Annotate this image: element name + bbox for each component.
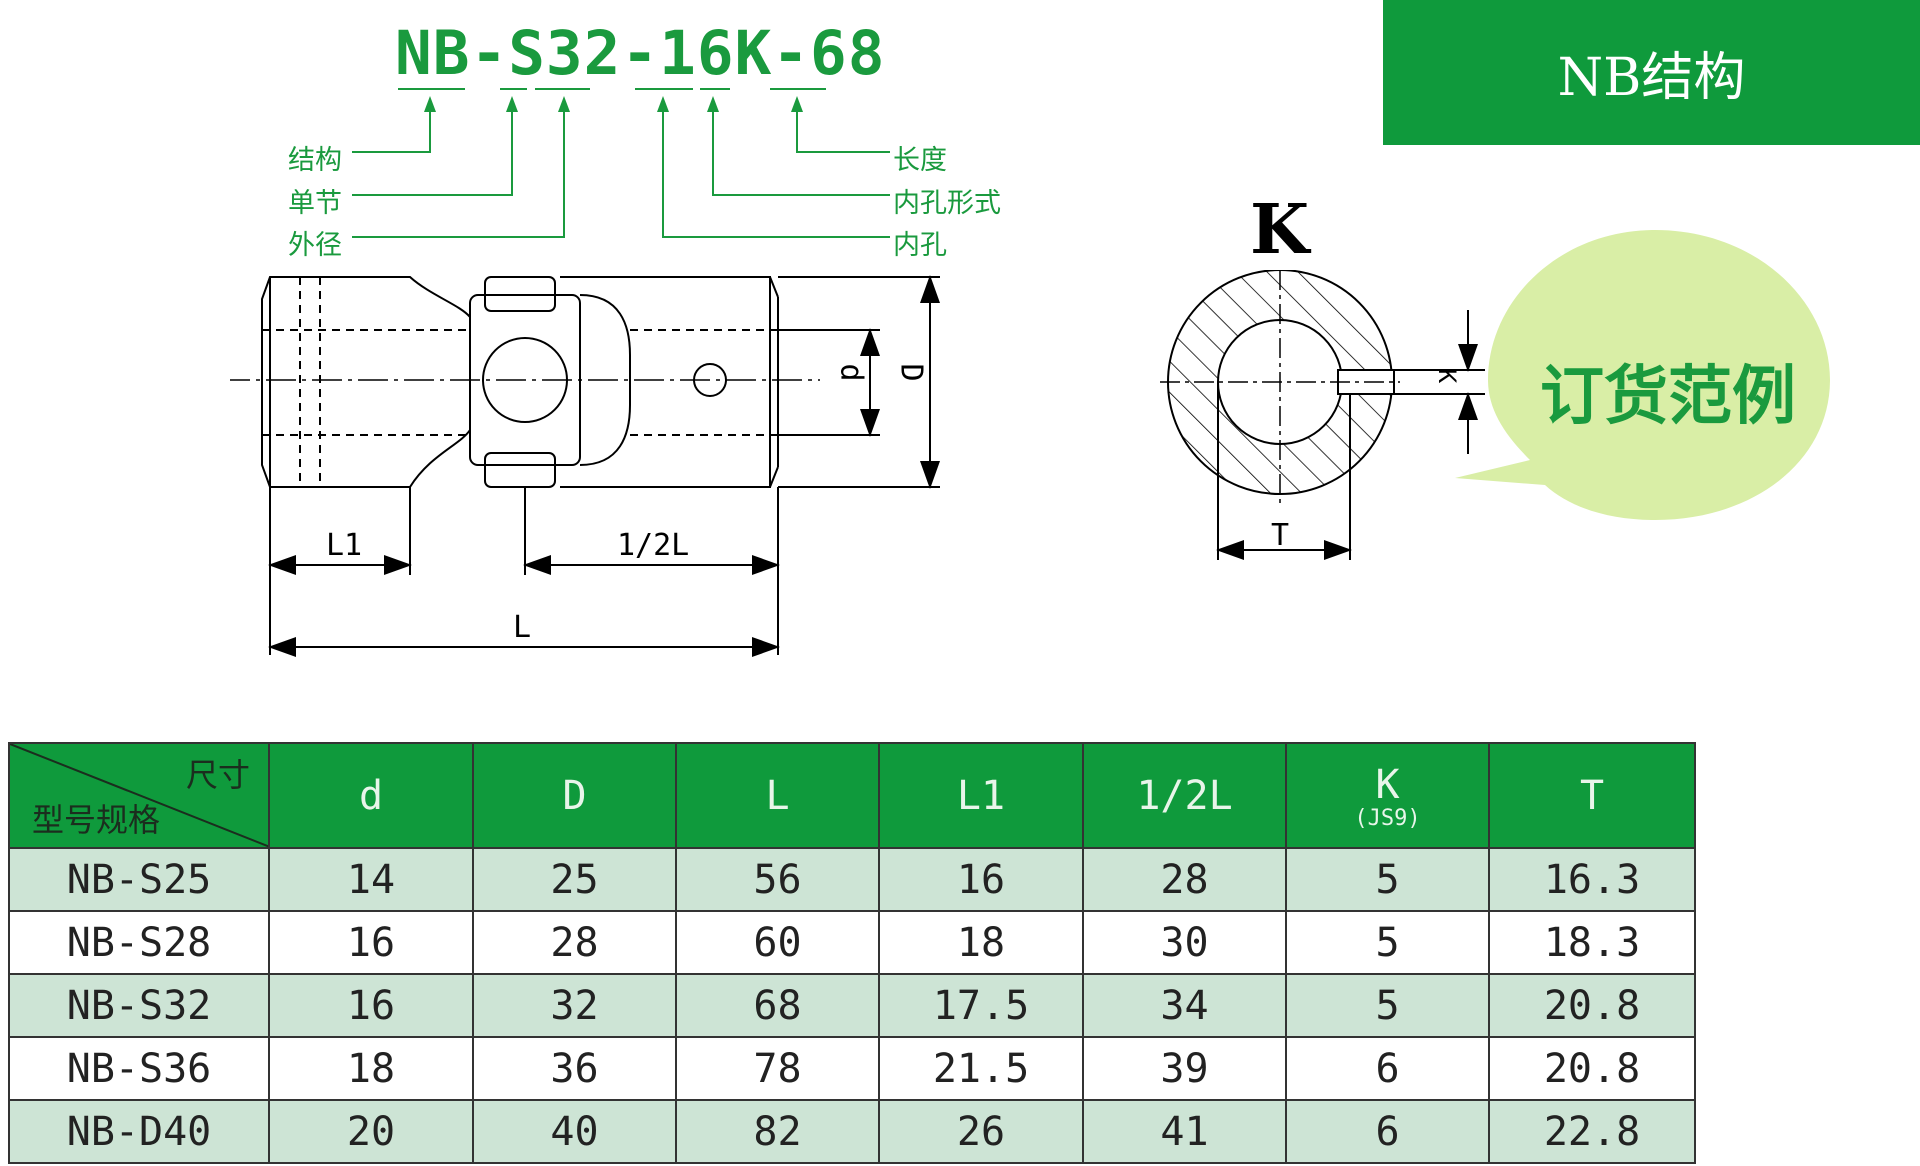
table-cell-model: NB-S32 <box>8 973 270 1038</box>
table-cell-model: NB-S28 <box>8 910 270 975</box>
table-cell: 36 <box>472 1036 677 1101</box>
order-example-bubble <box>1455 230 1830 520</box>
dim-label-T: T <box>1271 518 1290 553</box>
label-length: 长度 <box>893 145 947 176</box>
table-cell: 30 <box>1082 910 1287 975</box>
table-cell: 28 <box>472 910 677 975</box>
table-cell: 14 <box>268 847 474 912</box>
table-header-row: 尺寸 型号规格 d D L L1 1/2L K(JS9) T <box>8 742 1696 849</box>
table-corner-cell: 尺寸 型号规格 <box>8 742 270 849</box>
code-part-length: 68 <box>810 18 886 89</box>
table-cell: 16.3 <box>1488 847 1696 912</box>
table-header-cell: L <box>675 742 880 849</box>
code-part-series: NB <box>395 18 471 89</box>
joint-drawing <box>230 275 940 657</box>
table-cell: 21.5 <box>878 1036 1084 1101</box>
table-cell: 56 <box>675 847 880 912</box>
dim-label-D: D <box>893 363 929 382</box>
dim-label-half-L: 1/2L <box>617 528 690 563</box>
table-cell: 32 <box>472 973 677 1038</box>
corner-model-label: 型号规格 <box>32 801 161 839</box>
model-code: NB-S32-16K-68 <box>395 18 885 98</box>
table-cell: 34 <box>1082 973 1287 1038</box>
table-cell: 16 <box>268 910 474 975</box>
table-header-cell: T <box>1488 742 1696 849</box>
table-header-cell: D <box>472 742 677 849</box>
table-cell: 22.8 <box>1488 1099 1696 1164</box>
code-part-bore: 16 <box>659 18 735 89</box>
section-view-title: K <box>1250 190 1310 270</box>
k-tolerance-label: (JS9) <box>1354 805 1421 831</box>
code-sep-3: - <box>772 18 811 89</box>
table-cell: 39 <box>1082 1036 1287 1101</box>
table-cell: 6 <box>1285 1099 1490 1164</box>
table-cell: 18 <box>878 910 1084 975</box>
label-outer-diameter: 外径 <box>288 230 342 261</box>
table-cell: 41 <box>1082 1099 1287 1164</box>
table-cell: 78 <box>675 1036 880 1101</box>
table-header-cell: L1 <box>878 742 1084 849</box>
dim-label-K: K <box>1433 368 1462 384</box>
table-header-cell: K <box>1375 761 1400 808</box>
table-header-k: K(JS9) <box>1285 742 1490 849</box>
keyway-section-drawing <box>1160 270 1485 560</box>
corner-diagonal <box>11 745 267 846</box>
table-cell: 5 <box>1285 847 1490 912</box>
table-cell: 68 <box>675 973 880 1038</box>
dim-label-d: d <box>833 363 869 382</box>
code-part-od: 32 <box>545 18 622 89</box>
structure-banner: NB结构 <box>1383 0 1920 145</box>
code-leader-lines <box>352 88 890 238</box>
label-structure: 结构 <box>288 145 342 176</box>
table-cell: 18 <box>268 1036 474 1101</box>
code-part-type: S <box>508 18 546 89</box>
table-cell: 17.5 <box>878 973 1084 1038</box>
label-single-joint: 单节 <box>288 188 342 219</box>
table-cell: 20.8 <box>1488 973 1696 1038</box>
table-cell: 5 <box>1285 973 1490 1038</box>
table-cell-model: NB-S25 <box>8 847 270 912</box>
label-bore: 内孔 <box>893 230 947 261</box>
corner-size-label: 尺寸 <box>185 756 250 794</box>
table-cell: 28 <box>1082 847 1287 912</box>
table-cell: 25 <box>472 847 677 912</box>
table-cell-model: NB-S36 <box>8 1036 270 1101</box>
code-sep-2: - <box>621 18 660 89</box>
table-cell: 40 <box>472 1099 677 1164</box>
table-cell: 20.8 <box>1488 1036 1696 1101</box>
label-bore-type: 内孔形式 <box>893 188 1001 219</box>
table-cell-model: NB-D40 <box>8 1099 270 1164</box>
table-cell: 60 <box>675 910 880 975</box>
table-cell: 20 <box>268 1099 474 1164</box>
table-cell: 16 <box>878 847 1084 912</box>
dim-label-L1: L1 <box>326 528 363 563</box>
order-example-text: 订货范例 <box>1540 359 1796 434</box>
code-sep-1: - <box>470 18 509 89</box>
table-cell: 82 <box>675 1099 880 1164</box>
dim-label-L: L <box>513 610 532 645</box>
table-header-cell: d <box>268 742 474 849</box>
code-part-bore-type: K <box>734 18 773 89</box>
table-cell: 16 <box>268 973 474 1038</box>
table-cell: 18.3 <box>1488 910 1696 975</box>
table-cell: 5 <box>1285 910 1490 975</box>
table-header-cell: 1/2L <box>1082 742 1287 849</box>
table-cell: 6 <box>1285 1036 1490 1101</box>
table-cell: 26 <box>878 1099 1084 1164</box>
